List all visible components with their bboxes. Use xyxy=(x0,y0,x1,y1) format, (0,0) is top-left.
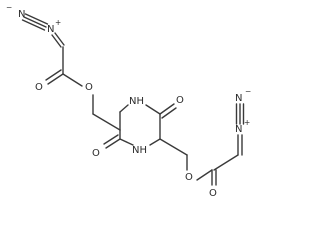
diazo-right-n-central: N xyxy=(235,124,242,135)
ester-left-ester-oxygen: O xyxy=(85,82,93,93)
diazo-group-left xyxy=(21,13,65,48)
ring-carbonyl-oxygen-bottom: O xyxy=(92,148,100,159)
chemical-structure: N − N + O O NH O xyxy=(6,3,251,199)
diazo-left-n-terminal: N xyxy=(18,9,25,20)
diazo-left-n-central: N xyxy=(47,24,54,35)
ester-right-carbonyl-oxygen: O xyxy=(209,188,217,199)
diketopiperazine-ring xyxy=(103,103,177,149)
ester-right-bonds xyxy=(159,134,243,186)
ester-right-ester-oxygen: O xyxy=(185,172,193,183)
diazo-right-minus-charge: − xyxy=(245,87,251,96)
ester-left-carbonyl-oxygen: O xyxy=(35,82,43,93)
ring-carbonyl-oxygen-top: O xyxy=(176,95,184,106)
ester-left-bonds xyxy=(45,46,121,131)
ring-nh-top: NH xyxy=(129,96,144,107)
diazo-right-n-terminal: N xyxy=(235,93,242,104)
ring-nh-bottom: NH xyxy=(132,145,147,156)
diazo-left-plus-charge: + xyxy=(55,18,61,27)
diazo-group-right xyxy=(235,103,245,125)
diazo-left-minus-charge: − xyxy=(6,3,12,12)
diazo-right-plus-charge: + xyxy=(244,118,250,127)
